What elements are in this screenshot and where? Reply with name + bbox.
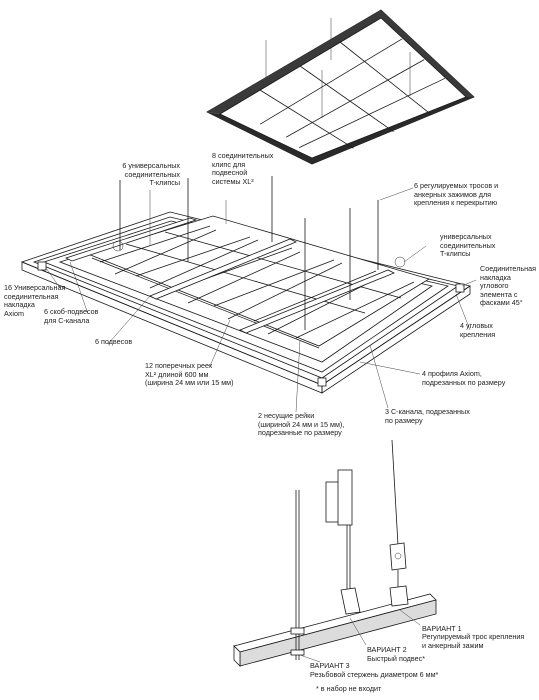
cross-tees — [99, 225, 415, 339]
footnote: * в набор не входит — [316, 684, 382, 693]
label-c-channels: 3 С-канала, подрезанных по размеру — [385, 407, 470, 425]
leader-lines — [45, 187, 477, 413]
label-connecting-clips-xl2: 8 соединительных клипс для подвесной сис… — [212, 151, 274, 186]
label-c-channel-brackets: 6 скоб-подвесов для С-канала — [44, 307, 99, 325]
variant1-title: ВАРИАНТ 1 — [422, 624, 462, 633]
label-axiom-profiles: 4 профиля Axiom, подрезанных по размеру — [422, 369, 506, 387]
label-corner-brackets: 4 угловых крепления — [460, 321, 496, 339]
exploded-ceiling-frame — [20, 176, 471, 394]
label-corner-overlay: Соединительная накладка углового элемент… — [480, 264, 536, 308]
label-adjustable-cables: 6 регулируемых тросов и анкерных зажимов… — [414, 181, 499, 208]
corner-brackets — [37, 261, 465, 387]
variant2-title: ВАРИАНТ 2 — [367, 645, 407, 654]
c-channels — [64, 217, 395, 334]
variant3-description: Резьбовой стержень диаметром 6 мм* — [310, 670, 439, 679]
variant1-description: Регулируемый трос крепления и анкерный з… — [422, 632, 525, 650]
label-hangers: 6 подвесов — [95, 337, 133, 346]
hanger-rods — [119, 176, 379, 330]
variant1-cable-clamp — [389, 439, 409, 607]
label-main-runners: 2 несущие рейки (шириной 24 мм и 15 мм),… — [258, 411, 345, 438]
variant3-threaded-rod — [290, 490, 305, 660]
label-axiom-overlay: 16 Универсальная соединительная накладка… — [4, 283, 66, 318]
suspension-variants-detail — [233, 439, 437, 667]
label-cross-tees: 12 поперечных реек XL² длиной 600 мм (ши… — [145, 361, 234, 388]
variant2-description: Быстрый подвес* — [367, 654, 425, 663]
label-universal-t-clips: 6 универсальных соединительных T-клипсы — [122, 161, 180, 188]
label-universal-t-clips-right: универсальных соединительных T-клипсы — [440, 232, 496, 259]
assembled-canopy-illustration — [206, 9, 475, 165]
variant2-quick-hanger — [325, 469, 361, 615]
variant3-title: ВАРИАНТ 3 — [310, 661, 350, 670]
